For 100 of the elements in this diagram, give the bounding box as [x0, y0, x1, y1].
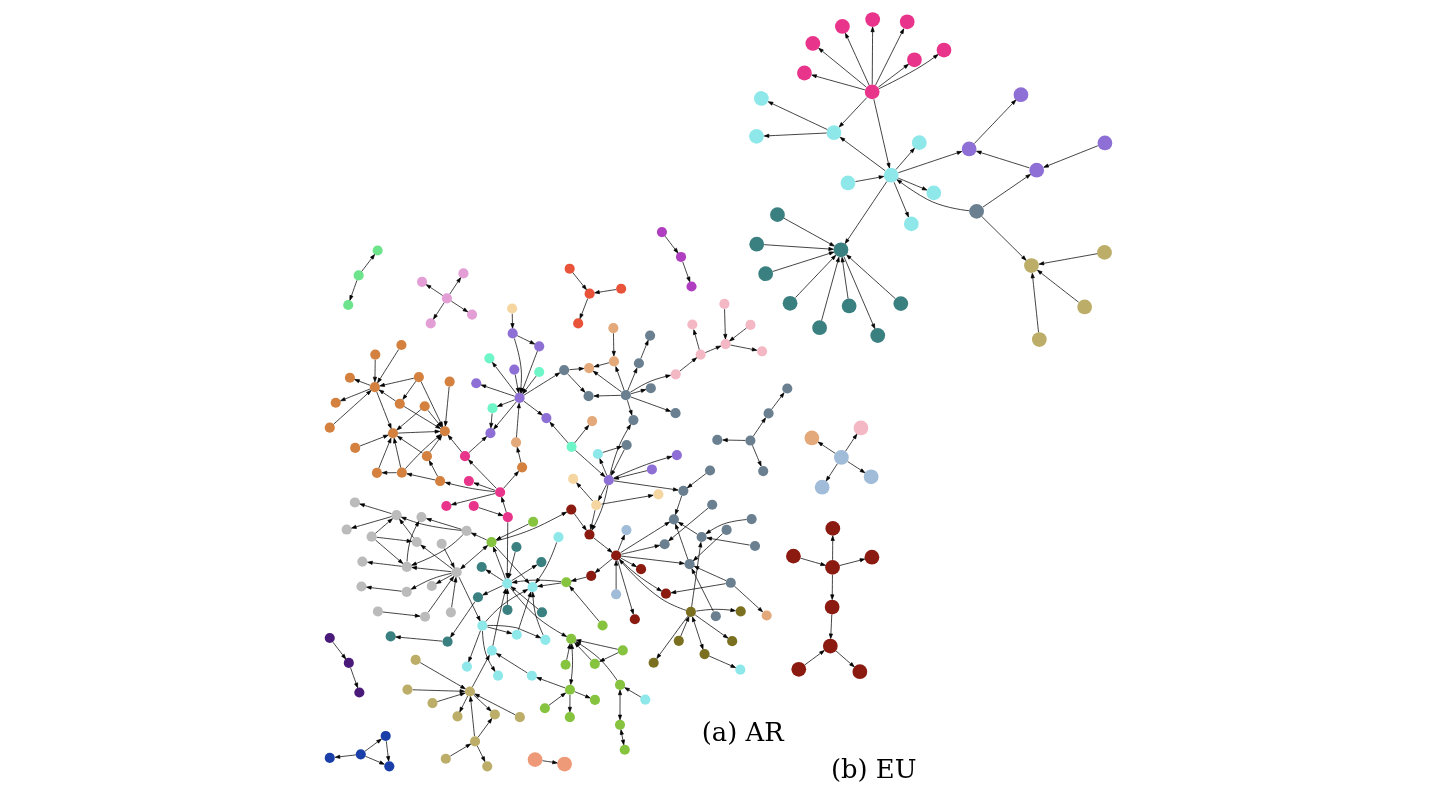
arrow — [897, 177, 927, 191]
node-circle — [620, 390, 631, 401]
arrow — [705, 519, 747, 535]
node-circle — [822, 638, 838, 654]
arrow — [492, 546, 506, 580]
arrow — [678, 357, 697, 372]
node-circle — [369, 382, 380, 393]
node-circle — [502, 512, 513, 523]
arrow — [573, 642, 591, 661]
arrow — [704, 345, 721, 353]
node-circle — [906, 52, 922, 68]
node-circle — [824, 599, 839, 615]
node-circle — [468, 500, 479, 512]
node-circle — [704, 465, 715, 476]
arrow — [491, 362, 517, 395]
node-circle — [349, 442, 360, 453]
arrow — [975, 150, 1030, 169]
arrow — [619, 559, 662, 592]
arrow — [447, 434, 462, 453]
arrow — [721, 438, 746, 443]
arrow — [844, 181, 887, 244]
arrow — [728, 327, 747, 342]
node-circle — [883, 167, 898, 183]
node-circle — [614, 679, 625, 690]
node-circle — [508, 364, 519, 375]
node-circle — [426, 698, 438, 709]
arrow — [436, 692, 465, 702]
arrow — [485, 569, 503, 581]
node-circle — [1028, 162, 1044, 178]
node-circle — [852, 664, 867, 680]
node-circle — [481, 761, 492, 772]
node-circle — [539, 634, 550, 645]
arrow — [402, 380, 416, 400]
node-circle — [589, 658, 600, 669]
arrow — [411, 689, 465, 694]
node-circle — [696, 531, 707, 543]
node-circle — [390, 510, 402, 521]
node-circle — [353, 687, 364, 698]
arrow — [619, 521, 670, 553]
arrow — [873, 98, 890, 169]
node-circle — [644, 330, 655, 341]
arrow — [523, 372, 560, 396]
arrow — [1036, 269, 1079, 303]
node-circle — [685, 281, 697, 292]
node-circle — [436, 538, 447, 549]
node-circle — [671, 450, 682, 461]
arrow — [458, 695, 468, 713]
arrow — [510, 564, 537, 582]
node-circle — [501, 604, 513, 615]
arrow — [428, 460, 438, 477]
arrow — [568, 366, 584, 371]
arrow — [521, 375, 536, 395]
arrow — [592, 537, 612, 553]
arrow — [443, 548, 455, 569]
arrow — [468, 696, 475, 737]
arrow — [510, 586, 538, 610]
node-circle — [670, 369, 681, 380]
node-circle — [457, 268, 468, 279]
node-circle — [804, 430, 819, 446]
node-circle — [675, 251, 686, 263]
node-circle — [608, 356, 619, 367]
arrow — [674, 495, 682, 515]
node-circle — [757, 466, 768, 477]
arrow — [674, 523, 688, 560]
node-circle — [869, 328, 885, 343]
arrow — [517, 591, 531, 631]
node-circle — [790, 661, 806, 677]
arrow — [623, 687, 641, 698]
node-circle — [349, 497, 360, 508]
node-circle — [440, 500, 451, 512]
arrow — [382, 611, 420, 618]
node-circle — [936, 42, 951, 58]
node-circle — [372, 245, 383, 256]
node-circle — [486, 403, 498, 414]
arrow — [374, 518, 393, 534]
node-circle — [699, 649, 710, 660]
node-circle — [1023, 258, 1039, 273]
arrow — [686, 473, 706, 489]
arrow — [570, 576, 587, 582]
node-circle — [814, 479, 830, 495]
arrow — [752, 417, 766, 437]
node-circle — [686, 319, 697, 330]
arrow — [820, 256, 840, 321]
arrow — [396, 409, 421, 431]
arrow — [496, 399, 515, 407]
arrow — [618, 559, 686, 611]
node-circle — [614, 719, 625, 730]
arrow — [973, 99, 1016, 144]
arrow — [385, 740, 390, 762]
node-circle — [864, 84, 880, 100]
node-circle — [911, 135, 927, 151]
arrow — [448, 277, 461, 295]
arrow — [459, 545, 488, 570]
arrow — [772, 251, 834, 272]
node-circle — [746, 514, 757, 525]
node-circle — [560, 659, 571, 670]
node-circle — [385, 631, 396, 642]
arrow — [381, 470, 397, 475]
arrow — [783, 217, 835, 247]
arrow — [504, 522, 509, 579]
